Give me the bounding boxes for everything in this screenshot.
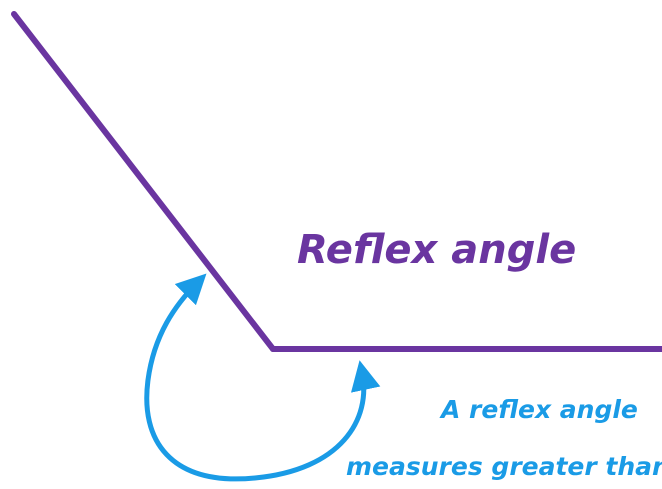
reflex-arc-arrow <box>144 273 381 482</box>
angle-arm-slanted <box>11 11 276 352</box>
angle-title: Reflex angle <box>297 227 576 273</box>
angle-vertex <box>270 346 276 352</box>
caption-line-2: measures greater than 180° <box>346 452 662 481</box>
caption-line-1: A reflex angle <box>439 395 638 424</box>
